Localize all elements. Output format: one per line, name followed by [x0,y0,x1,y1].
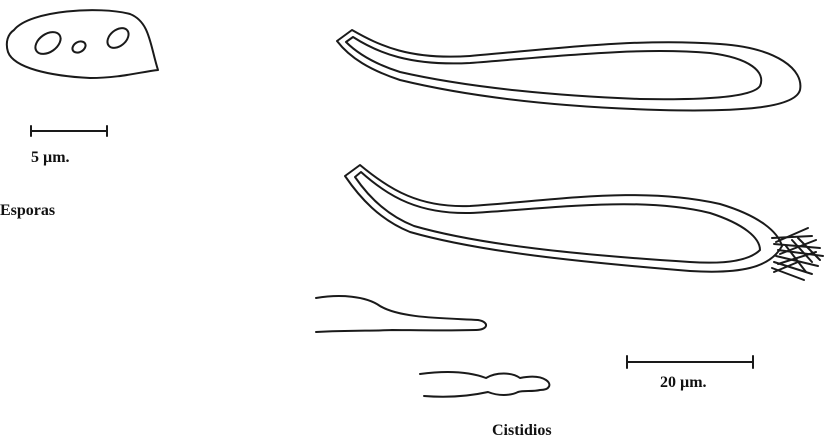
cystidium-small-lanceolate [316,296,486,332]
spore-sac-outline [7,10,158,78]
cystidia-scale-bar [627,356,753,368]
cystidium-outer-wall [345,165,782,272]
cystidium-large-top [337,30,800,110]
spores-caption: Esporas [0,203,55,219]
spore-3 [104,24,133,52]
cystidia-caption: Cistidios [492,423,552,439]
cystidium-outer-wall [337,30,800,110]
spore-2 [70,39,87,55]
cystidia-scale-label: 20 µm. [660,375,707,391]
cystidium-small-capitate [420,372,549,397]
spore-scale-label: 5 µm. [31,150,70,166]
spore-group [7,10,158,78]
spore-1 [31,28,64,59]
cystidium-inner-wall [346,37,761,99]
cystidium-large-hairy [345,165,823,280]
hairy-apex [772,228,823,280]
spore-scale-bar [31,126,107,136]
cystidium-inner-wall [355,172,760,263]
